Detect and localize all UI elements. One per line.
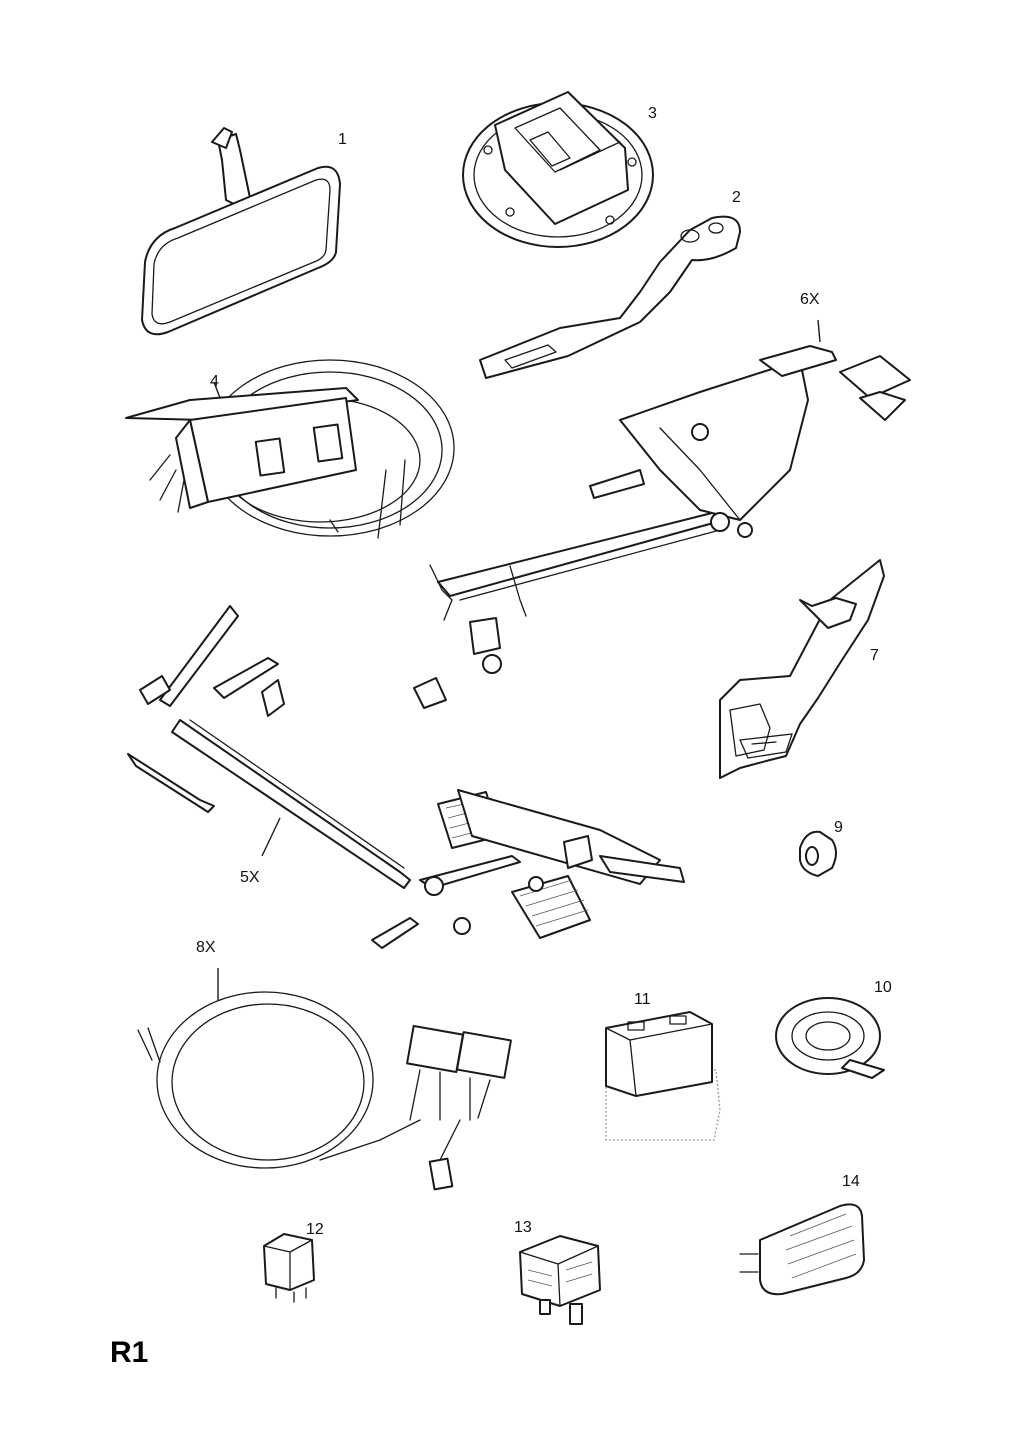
part-3-mounting-plate xyxy=(462,91,654,248)
callout-14: 14 xyxy=(842,1173,860,1190)
callout-2: 2 xyxy=(732,189,741,206)
part-10-coiled-tape xyxy=(775,997,885,1079)
callout-10: 10 xyxy=(874,979,892,996)
callout-5x: 5X xyxy=(240,869,260,886)
part-5x-pedal-shaft-assembly xyxy=(127,605,685,949)
callout-leaders xyxy=(213,319,821,1000)
part-7-trim-panel xyxy=(719,559,885,779)
callout-1: 1 xyxy=(338,131,347,148)
part-8x-wiring-harness xyxy=(137,991,512,1191)
part-6x-pedal-assembly xyxy=(413,345,911,709)
callout-7: 7 xyxy=(870,647,879,664)
part-12-small-relay xyxy=(263,1233,315,1303)
part-4-switch-panel xyxy=(125,359,455,539)
callout-9: 9 xyxy=(834,819,843,836)
part-14-lamp-lens xyxy=(739,1203,865,1296)
callout-13: 13 xyxy=(514,1219,532,1236)
part-1-rear-view-mirror xyxy=(141,127,341,336)
callout-12: 12 xyxy=(306,1221,324,1238)
callout-4: 4 xyxy=(210,373,219,390)
part-13-labeled-relay xyxy=(519,1235,601,1325)
page-code: R1 xyxy=(110,1336,148,1369)
callout-6x: 6X xyxy=(800,291,820,308)
callout-8x: 8X xyxy=(196,939,216,956)
part-11-relay xyxy=(605,1011,721,1141)
callout-3: 3 xyxy=(648,105,657,122)
part-9-grommet xyxy=(799,830,837,877)
callout-11: 11 xyxy=(634,991,651,1008)
part-2-bracket-arm xyxy=(479,215,741,379)
